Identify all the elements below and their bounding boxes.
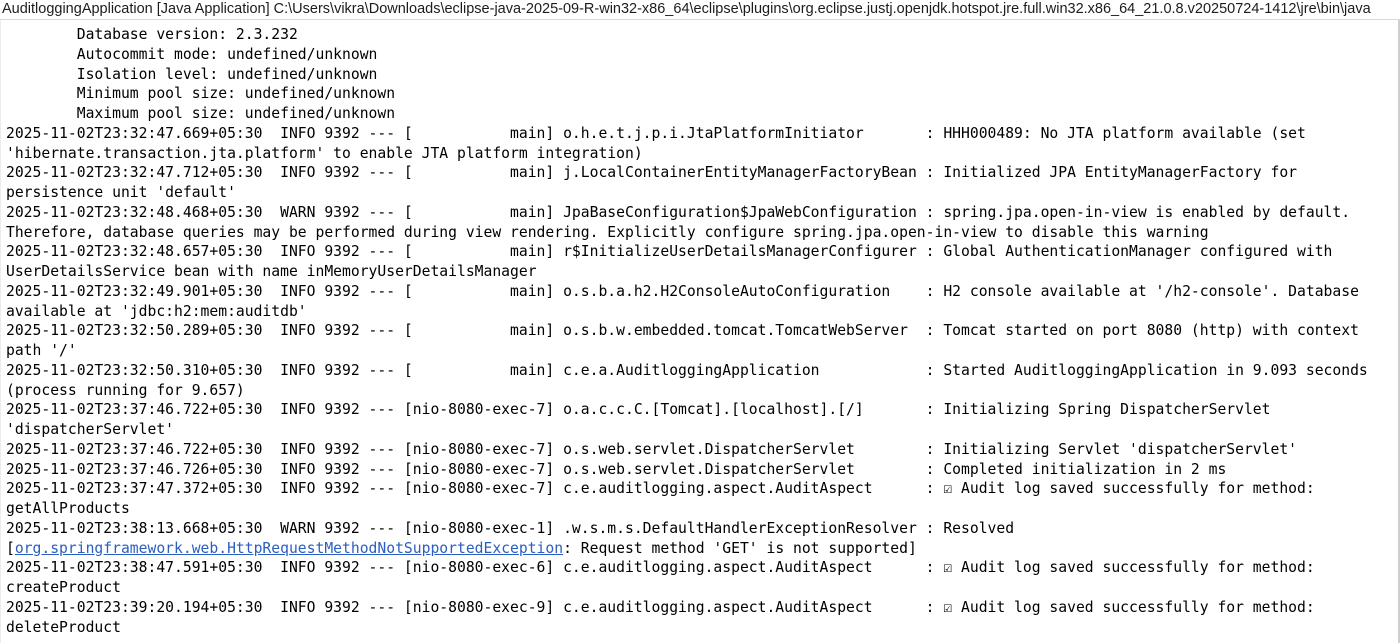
console-text-segment: 2025-11-02T23:37:46.726+05:30 INFO 9392 … [6, 460, 1227, 478]
console-text-segment: deleteProduct [6, 618, 121, 636]
console-text-segment: available at 'jdbc:h2:mem:auditdb' [6, 302, 307, 320]
console-line: Autocommit mode: undefined/unknown [6, 45, 1400, 65]
console-text-segment: 2025-11-02T23:32:48.468+05:30 WARN 9392 … [6, 203, 1351, 221]
console-process-title: AuditloggingApplication [Java Applicatio… [0, 0, 1400, 20]
console-text-segment: 2025-11-02T23:32:47.712+05:30 INFO 9392 … [6, 164, 1298, 182]
console-text-segment: 2025-11-02T23:38:13.668+05:30 WARN 9392 … [6, 519, 1015, 537]
console-line: 2025-11-02T23:37:46.726+05:30 INFO 9392 … [6, 460, 1400, 480]
console-line: 2025-11-02T23:38:47.591+05:30 INFO 9392 … [6, 558, 1400, 578]
console-text-segment: Database version: 2.3.232 [6, 26, 298, 43]
console-text-segment: 2025-11-02T23:37:46.722+05:30 INFO 9392 … [6, 440, 1298, 458]
console-line: 2025-11-02T23:32:50.289+05:30 INFO 9392 … [6, 321, 1400, 341]
console-text-segment: 2025-11-02T23:32:50.289+05:30 INFO 9392 … [6, 322, 1359, 340]
console-text-segment: getAllProducts [6, 500, 130, 517]
console-line: 'hibernate.transaction.jta.platform' to … [6, 144, 1400, 164]
console-line: getAllProducts [6, 499, 1400, 519]
console-line: 2025-11-02T23:37:46.722+05:30 INFO 9392 … [6, 400, 1400, 420]
console-line: 2025-11-02T23:32:49.901+05:30 INFO 9392 … [6, 282, 1400, 302]
console-text-segment: path '/' [6, 342, 77, 359]
console-text-segment: 2025-11-02T23:32:47.669+05:30 INFO 9392 … [6, 124, 1306, 142]
console-line: 2025-11-02T23:32:47.712+05:30 INFO 9392 … [6, 163, 1400, 183]
console-line: deleteProduct [6, 618, 1400, 638]
console-text-segment: Autocommit mode: undefined/unknown [6, 45, 378, 63]
console-text-segment: createProduct [6, 579, 121, 596]
console-line: 2025-11-02T23:39:20.194+05:30 INFO 9392 … [6, 598, 1400, 618]
console-output: Database version: 2.3.232 Autocommit mod… [0, 20, 1400, 643]
console-line: 2025-11-02T23:38:13.668+05:30 WARN 9392 … [6, 519, 1400, 539]
console-line: 2025-11-02T23:32:48.657+05:30 INFO 9392 … [6, 242, 1400, 262]
console-line: Minimum pool size: undefined/unknown [6, 84, 1400, 104]
exception-hyperlink[interactable]: org.springframework.web.HttpRequestMetho… [14, 539, 564, 557]
console-text-segment: Maximum pool size: undefined/unknown [6, 105, 396, 122]
console-line: 2025-11-02T23:37:47.372+05:30 INFO 9392 … [6, 479, 1400, 499]
console-text-segment: 2025-11-02T23:39:20.194+05:30 INFO 9392 … [6, 598, 1315, 616]
console-line: [org.springframework.web.HttpRequestMeth… [6, 539, 1400, 559]
console-text-segment: 2025-11-02T23:32:49.901+05:30 INFO 9392 … [6, 282, 1359, 300]
console-text-segment: 2025-11-02T23:37:46.722+05:30 INFO 9392 … [6, 401, 1271, 419]
console-text-segment: Isolation level: undefined/unknown [6, 65, 378, 83]
console-text-segment: Minimum pool size: undefined/unknown [6, 85, 396, 103]
console-text-segment: UserDetailsService bean with name inMemo… [6, 263, 537, 280]
console-text-segment: 2025-11-02T23:37:47.372+05:30 INFO 9392 … [6, 480, 1315, 498]
console-text-segment: persistence unit 'default' [6, 184, 236, 201]
console-line: available at 'jdbc:h2:mem:auditdb' [6, 302, 1400, 322]
console-line: Database version: 2.3.232 [6, 25, 1400, 45]
console-line: Isolation level: undefined/unknown [6, 65, 1400, 85]
console-line: 2025-11-02T23:32:50.310+05:30 INFO 9392 … [6, 361, 1400, 381]
console-line: 2025-11-02T23:32:48.468+05:30 WARN 9392 … [6, 203, 1400, 223]
console-line: Maximum pool size: undefined/unknown [6, 104, 1400, 124]
console-text-segment: (process running for 9.657) [6, 381, 245, 399]
console-line: path '/' [6, 341, 1400, 361]
console-line: persistence unit 'default' [6, 183, 1400, 203]
console-text-segment: [ [6, 539, 15, 557]
console-line: (process running for 9.657) [6, 381, 1400, 401]
console-text-segment: 2025-11-02T23:32:48.657+05:30 INFO 9392 … [6, 243, 1333, 261]
console-text-segment: 'dispatcherServlet' [6, 421, 175, 438]
console-line: 2025-11-02T23:37:46.722+05:30 INFO 9392 … [6, 440, 1400, 460]
vertical-scrollbar[interactable] [1398, 20, 1400, 643]
console-text-segment: Therefore, database queries may be perfo… [6, 223, 1209, 241]
console-line: 'dispatcherServlet' [6, 420, 1400, 440]
console-line: Therefore, database queries may be perfo… [6, 223, 1400, 243]
console-text-segment: 2025-11-02T23:32:50.310+05:30 INFO 9392 … [6, 361, 1368, 379]
console-text-segment: 2025-11-02T23:38:47.591+05:30 INFO 9392 … [6, 559, 1315, 577]
console-line: createProduct [6, 578, 1400, 598]
console-line: UserDetailsService bean with name inMemo… [6, 262, 1400, 282]
console-line: 2025-11-02T23:32:47.669+05:30 INFO 9392 … [6, 124, 1400, 144]
console-text-segment: : Request method 'GET' is not supported] [563, 539, 917, 557]
console-text-segment: 'hibernate.transaction.jta.platform' to … [6, 144, 643, 162]
